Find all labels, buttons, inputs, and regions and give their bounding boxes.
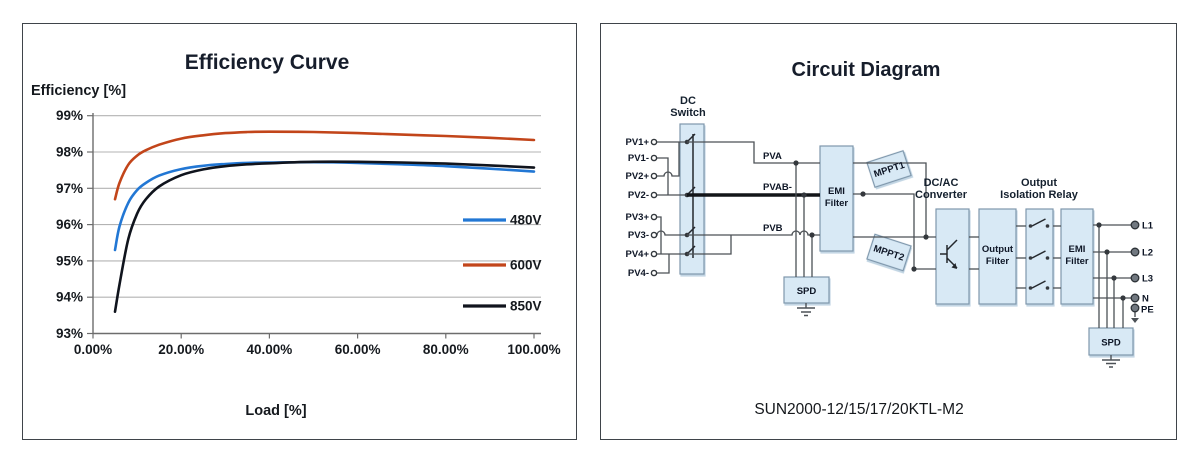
x-axis-label: Load [%] [245,403,306,419]
series-line-850V [113,160,536,313]
x-tick-label: 0.00% [74,342,112,357]
pv1-plus-label: PV1+ [625,137,649,148]
emi-filter-dc-label-line2: Filter [825,198,849,209]
x-tick-label: 40.00% [247,342,293,357]
y-axis-label: Efficiency [%] [31,83,126,99]
x-tick-label: 60.00% [335,342,381,357]
series-line-480V [113,160,536,252]
ac-terminal-circles [1130,220,1140,313]
ground-symbol-spd-ac [1102,355,1120,368]
y-tick-label: 94% [56,290,83,305]
pva-wire-label: PVA [763,151,782,162]
circuit-diagram-panel: Circuit Diagram [600,23,1177,440]
pe-terminal-label: PE [1141,305,1154,316]
junction-dots [793,160,1126,301]
spd-ac-label: SPD [1101,338,1121,349]
efficiency-chart-svg: Efficiency Curve Efficiency [%] Load [%]… [31,51,561,419]
legend-label-480V: 480V [510,213,542,228]
l2-terminal-label: L2 [1142,248,1153,259]
circuit-svg: Circuit Diagram [625,59,1154,418]
plot-layer: 99% 98% 97% 96% 95% 94% 93%0.00% 20.00% 40.00% 60… [56,108,561,357]
y-tick-label: 95% [56,253,83,268]
spd-ac-box [1088,327,1134,356]
output-filter-label-line1: Output [982,244,1014,255]
chart-title: Efficiency Curve [185,51,350,74]
isolation-relay-label-line2: Isolation Relay [1000,189,1079,201]
mppt2-box [866,233,912,272]
pv3-minus-label: PV3- [628,230,649,241]
emi-filter-dc-label-line1: EMI [828,186,845,197]
x-tick-label: 80.00% [423,342,469,357]
pv2-minus-label: PV2- [628,190,649,201]
mppt-stage-wires [853,162,936,270]
pv4-plus-label: PV4+ [625,249,649,260]
l1-terminal-label: L1 [1142,221,1154,232]
ground-symbol-pe [1131,312,1139,323]
y-tick-label: 93% [56,326,83,341]
emi-filter-ac-label-line2: Filter [1065,256,1089,267]
pv4-minus-label: PV4- [628,268,649,279]
spd-dc-label: SPD [797,286,817,297]
pv1-minus-label: PV1- [628,153,649,164]
isolation-relay-label-line1: Output [1021,177,1057,189]
x-tick-label: 20.00% [158,342,204,357]
dcac-converter-box [935,208,970,305]
legend-label-600V: 600V [510,258,542,273]
circuit-title: Circuit Diagram [792,59,941,81]
y-tick-label: 97% [56,181,83,196]
igbt-symbol [940,239,958,269]
dc-switch-label-line2: Switch [670,107,706,119]
output-filter-box [978,208,1017,305]
pvb-wire-label: PVB [763,223,783,234]
y-tick-label: 99% [56,108,83,123]
legend-label-850V: 850V [510,299,542,314]
y-tick-label: 98% [56,145,83,160]
pvab-minus-wire-label: PVAB- [763,182,792,193]
emi-filter-dc-box [819,145,854,252]
pv2-plus-label: PV2+ [625,171,649,182]
n-terminal-label: N [1142,294,1149,305]
x-tick-label: 100.00% [507,342,560,357]
pv-terminal-circles [650,138,658,277]
dcac-converter-label-line2: Converter [915,189,968,201]
relay-contacts [1028,218,1050,290]
l3-terminal-label: L3 [1142,274,1153,285]
dc-switch-box [679,123,705,275]
dc-bus-wires [687,141,820,277]
spd-dc-box [783,276,830,304]
y-tick-label: 96% [56,217,83,232]
efficiency-curve-panel: Efficiency Curve Efficiency [%] Load [%]… [22,23,577,440]
pv3-plus-label: PV3+ [625,212,649,223]
dc-switch-label-line1: DC [680,95,696,107]
model-label: SUN2000-12/15/17/20KTL-M2 [754,401,963,418]
emi-filter-ac-box [1060,208,1094,305]
emi-filter-ac-label-line1: EMI [1069,244,1086,255]
ground-symbol-spd-dc [797,303,815,317]
series-line-600V [113,130,536,201]
output-filter-label-line2: Filter [986,256,1010,267]
dcac-converter-label-line1: DC/AC [924,177,959,189]
